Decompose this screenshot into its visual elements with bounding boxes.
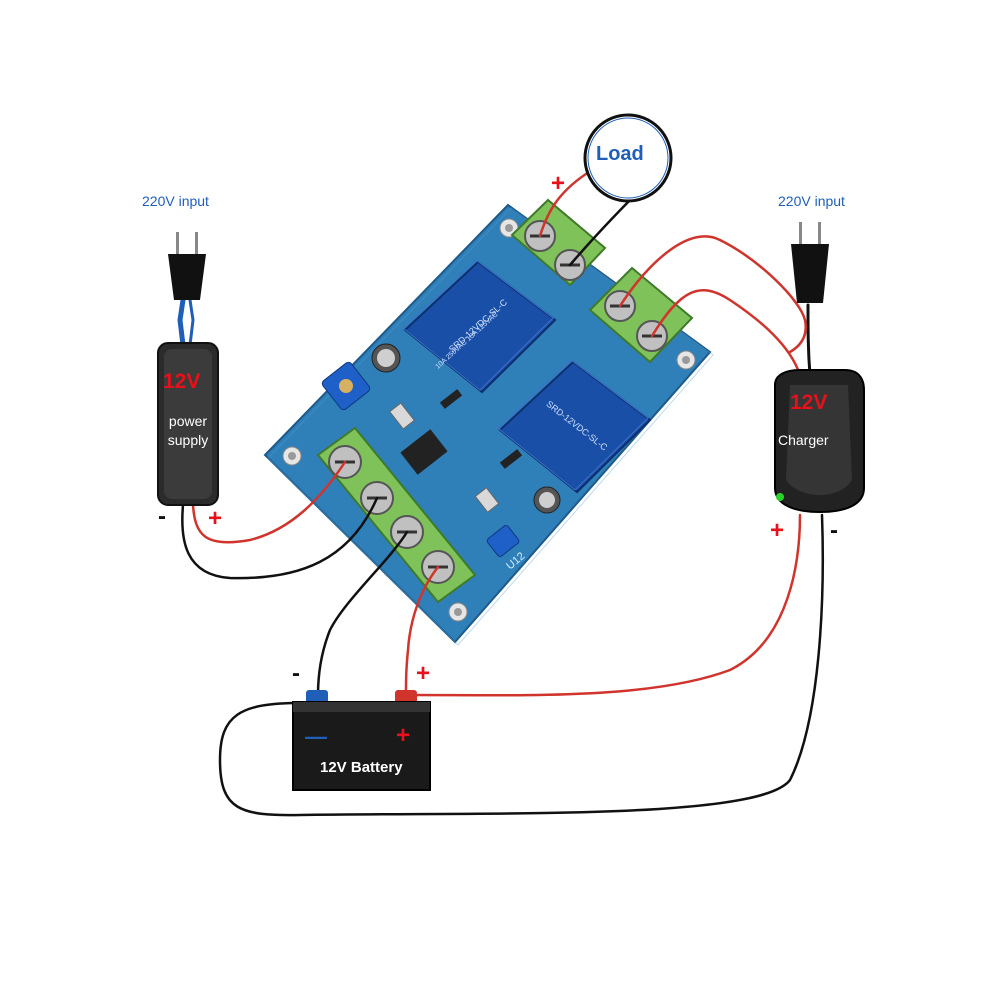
charger-led bbox=[776, 493, 784, 501]
charger-voltage-label: 12V bbox=[790, 391, 828, 414]
wire-board-charger-2 bbox=[650, 289, 802, 377]
wire-charger-positive bbox=[408, 513, 802, 697]
plug-left bbox=[168, 232, 206, 300]
load-plus-sign: + bbox=[551, 170, 566, 197]
battery-negative-terminal bbox=[306, 690, 328, 704]
wire-charger-negative bbox=[218, 513, 824, 817]
psu-plus-sign: + bbox=[208, 505, 223, 532]
charger-cable bbox=[806, 303, 812, 377]
psu-cable bbox=[177, 297, 186, 348]
battery-wire-plus-sign: + bbox=[416, 660, 431, 687]
relay-1 bbox=[402, 259, 557, 394]
psu-minus-sign: - bbox=[158, 503, 166, 530]
battery-minus-mark: — bbox=[305, 724, 327, 749]
ic-chip bbox=[400, 429, 448, 475]
wire-battery-positive bbox=[404, 565, 440, 697]
charger-plus-sign: + bbox=[770, 517, 785, 544]
charger-minus-sign: - bbox=[830, 517, 838, 544]
battery-positive-terminal bbox=[395, 690, 417, 704]
charger-name-label: Charger bbox=[778, 432, 829, 448]
load-label: Load bbox=[596, 143, 644, 165]
battery-name-label: 12V Battery bbox=[320, 759, 403, 776]
wire-battery-negative bbox=[316, 530, 409, 697]
terminal-block-input bbox=[316, 426, 477, 604]
input-label-right: 220V input bbox=[778, 193, 845, 209]
charger bbox=[774, 369, 865, 514]
mounting-holes bbox=[282, 218, 696, 622]
input-label-left: 220V input bbox=[142, 193, 209, 209]
battery-wire-minus-sign: - bbox=[292, 660, 300, 687]
wire-psu-negative bbox=[181, 496, 379, 580]
psu-line2-label: supply bbox=[167, 432, 209, 448]
wire-psu-positive bbox=[191, 460, 347, 544]
battery-plus-mark: + bbox=[396, 722, 411, 749]
wire-load-positive bbox=[538, 168, 594, 238]
psu-line1-label: power bbox=[168, 413, 208, 429]
plug-right bbox=[791, 222, 829, 303]
relay-2 bbox=[497, 359, 652, 494]
capacitor bbox=[371, 343, 401, 373]
load bbox=[583, 113, 673, 203]
wire-board-charger-1 bbox=[618, 235, 807, 354]
capacitor bbox=[533, 486, 561, 514]
psu-voltage-label: 12V bbox=[163, 370, 201, 393]
battery bbox=[292, 690, 431, 791]
power-supply bbox=[157, 342, 219, 506]
